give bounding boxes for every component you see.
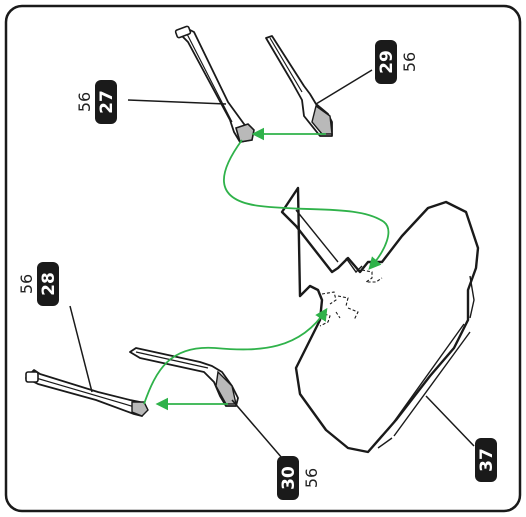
leader-37	[425, 395, 475, 447]
callout-29: 29 56	[375, 40, 419, 84]
rod-part-27	[174, 25, 255, 143]
quantity-29: 56	[400, 52, 419, 72]
quantity-28: 56	[17, 274, 36, 294]
quantity-27: 56	[75, 92, 94, 112]
assembly-arrows	[143, 127, 390, 411]
part-number-30: 30	[279, 466, 299, 490]
arrow-27-to-board	[223, 139, 390, 270]
callout-28: 28 56	[17, 262, 59, 306]
base-board-part-37	[280, 186, 480, 454]
leader-lines	[69, 69, 475, 459]
leader-28	[69, 305, 93, 393]
badge-27	[95, 80, 117, 124]
arrow-28-to-board	[143, 307, 328, 405]
diagram-frame	[4, 4, 522, 513]
badge-29	[375, 40, 397, 84]
bracket-part-30	[129, 347, 239, 407]
part-number-27: 27	[97, 90, 117, 114]
callout-27: 27 56	[75, 80, 117, 124]
badge-28	[37, 262, 59, 306]
part-number-28: 28	[39, 272, 59, 296]
part-number-29: 29	[377, 50, 397, 74]
badge-37	[475, 438, 497, 482]
leader-30	[231, 399, 283, 459]
part-number-37: 37	[477, 448, 497, 472]
leader-29	[315, 69, 373, 105]
rod-part-28	[25, 369, 149, 417]
bracket-part-29	[265, 35, 333, 137]
badge-30	[277, 456, 299, 500]
quantity-30: 56	[302, 468, 321, 488]
leader-27	[127, 99, 227, 105]
callout-37: 37	[475, 438, 497, 482]
callout-30: 30 56	[277, 456, 321, 500]
